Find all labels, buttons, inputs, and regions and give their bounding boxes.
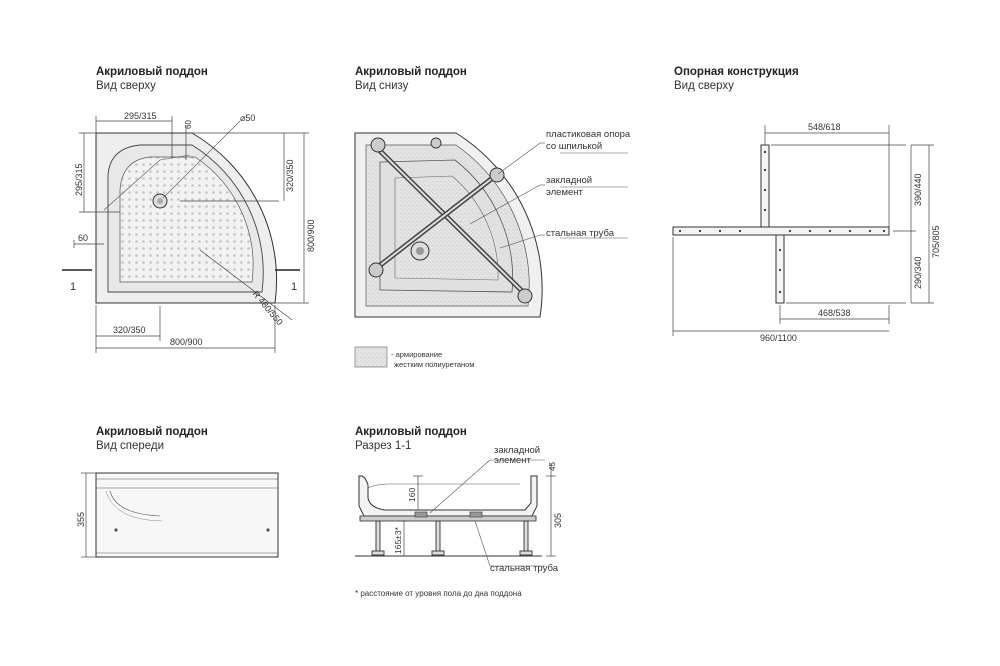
- section-mark-left: 1: [70, 281, 76, 293]
- section-mark-right: 1: [291, 281, 297, 293]
- section-label-pipe: стальная труба: [490, 563, 559, 574]
- front-view-subtitle: Вид спереди: [96, 440, 165, 452]
- dim-w-top: 295/315: [124, 111, 157, 121]
- label-embed-2: элемент: [546, 187, 584, 198]
- support-foot-icon: [517, 288, 533, 304]
- footnote: * расстояние от уровня пола до дна поддо…: [355, 589, 522, 598]
- support-foot-icon: [430, 137, 442, 149]
- support-foot-icon: [489, 167, 505, 183]
- front-dim-height: 355: [76, 512, 86, 527]
- bottom-view-subtitle: Вид снизу: [355, 80, 409, 92]
- dim-h-left: 295/315: [74, 163, 84, 196]
- section-dim-160: 160: [407, 488, 417, 502]
- legend-line-2: жестким полиуретаном: [394, 360, 474, 369]
- frame-dim-w-bottom: 468/538: [818, 308, 851, 318]
- legend-line-1: - армирование: [391, 350, 442, 359]
- dim-60-left: 60: [78, 233, 88, 243]
- section-dim-legs: 165±3*: [393, 526, 403, 554]
- section-view-subtitle: Разрез 1-1: [355, 440, 412, 452]
- frame-dim-w-total: 960/1100: [760, 333, 797, 343]
- frame-dim-w-top: 548/618: [808, 122, 841, 132]
- bottom-view: пластиковая опора со шпилькой закладной …: [354, 129, 631, 369]
- dim-60-top: 60: [184, 120, 193, 129]
- front-view: 355: [76, 472, 279, 558]
- section-dim-45: 45: [548, 462, 557, 471]
- front-view-title: Акриловый поддон: [96, 426, 208, 438]
- label-support-2: со шпилькой: [546, 141, 602, 152]
- frame-dim-h-total: 705/805: [931, 225, 941, 258]
- bottom-view-title: Акриловый поддон: [355, 66, 467, 78]
- section-label-embed-2: элемент: [494, 455, 532, 466]
- top-view: 295/315 295/315 60 ⌀50 320/350 800/900 6…: [62, 111, 316, 353]
- support-foot-icon: [368, 262, 384, 278]
- section-view: закладной элемент стальная труба 45 160 …: [355, 445, 563, 598]
- frame-view: 548/618 390/440 705/805 290/340 468/538 …: [672, 122, 941, 343]
- section-label-embed: закладной: [494, 445, 540, 456]
- dim-h-total: 800/900: [306, 219, 316, 252]
- dim-w-total: 800/900: [170, 337, 203, 347]
- label-embed: закладной: [546, 175, 592, 186]
- dim-h-right: 320/350: [285, 159, 295, 192]
- frame-dim-h-top: 390/440: [913, 173, 923, 206]
- legend-swatch: [354, 346, 388, 368]
- section-dim-305: 305: [553, 513, 563, 528]
- top-view-subtitle: Вид сверху: [96, 80, 156, 92]
- top-view-title: Акриловый поддон: [96, 66, 208, 78]
- label-pipe: стальная труба: [546, 228, 615, 239]
- section-view-title: Акриловый поддон: [355, 426, 467, 438]
- frame-view-subtitle: Вид сверху: [674, 80, 734, 92]
- frame-view-title: Опорная конструкция: [674, 66, 799, 78]
- support-foot-icon: [370, 137, 386, 153]
- dim-drain: ⌀50: [240, 113, 255, 123]
- label-support: пластиковая опора: [546, 129, 631, 140]
- frame-dim-h-bottom: 290/340: [913, 256, 923, 289]
- dim-w-bottom: 320/350: [113, 325, 146, 335]
